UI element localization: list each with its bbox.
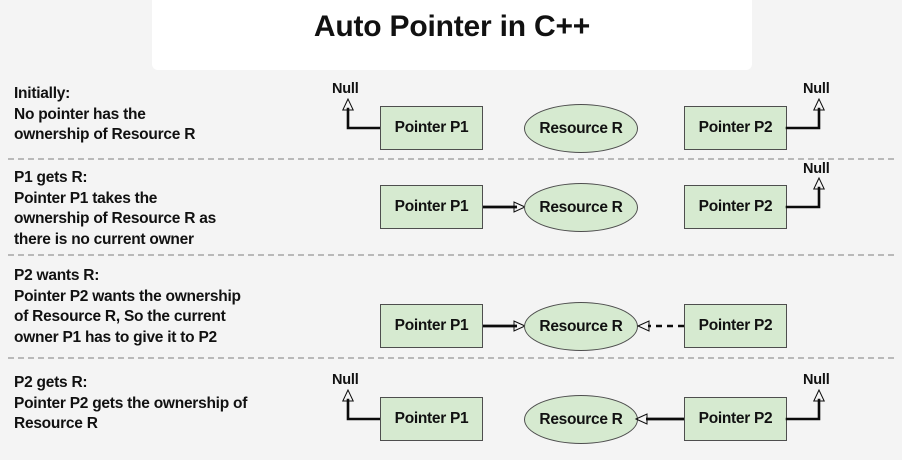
node-pointer-p1[interactable]: Pointer P1	[380, 304, 483, 348]
caption-line: P2 gets R:	[14, 374, 88, 391]
row-separator	[8, 254, 894, 256]
caption-line: Pointer P2 wants the ownership	[14, 287, 241, 305]
caption-line: P2 wants R:	[14, 267, 100, 284]
caption-line: there is no current owner	[14, 230, 194, 248]
null-label-p2: Null	[803, 81, 830, 97]
node-pointer-p2[interactable]: Pointer P2	[684, 185, 787, 229]
caption-line: Pointer P2 gets the ownership of	[14, 394, 248, 412]
p2-null-arrow	[785, 388, 825, 421]
row-initially-caption: Initially: No pointer has the ownership …	[14, 84, 334, 146]
node-pointer-p1[interactable]: Pointer P1	[380, 185, 483, 229]
node-pointer-p2[interactable]: Pointer P2	[684, 397, 787, 441]
p2-null-arrow	[785, 97, 825, 130]
p2-to-resource-arrow	[634, 413, 684, 425]
caption-line: P1 gets R:	[14, 169, 88, 186]
caption-line: No pointer has the	[14, 105, 146, 123]
node-pointer-p1[interactable]: Pointer P1	[380, 397, 483, 441]
row-p1-gets-r-caption: P1 gets R: Pointer P1 takes the ownershi…	[14, 168, 334, 250]
caption-line: Pointer P1 takes the	[14, 189, 158, 207]
caption-line: ownership of Resource R	[14, 126, 196, 143]
caption-line: Initially:	[14, 85, 71, 102]
title-card: Auto Pointer in C++	[152, 0, 752, 70]
row-p1-gets-r: P1 gets R: Pointer P1 takes the ownershi…	[0, 158, 902, 256]
node-pointer-p2[interactable]: Pointer P2	[684, 304, 787, 348]
node-resource-r[interactable]: Resource R	[524, 395, 638, 444]
row-p2-gets-r: P2 gets R: Pointer P2 gets the ownership…	[0, 357, 902, 460]
caption-line: ownership of Resource R as	[14, 210, 216, 227]
caption-line: Resource R	[14, 415, 98, 432]
page-title: Auto Pointer in C++	[313, 10, 591, 43]
null-label-p2: Null	[803, 372, 830, 388]
null-label-p2: Null	[803, 161, 830, 177]
row-initially: Initially: No pointer has the ownership …	[0, 0, 902, 160]
node-resource-r[interactable]: Resource R	[524, 302, 638, 351]
caption-line: owner P1 has to give it to P2	[14, 328, 217, 346]
node-pointer-p2[interactable]: Pointer P2	[684, 106, 787, 150]
node-resource-r[interactable]: Resource R	[524, 104, 638, 153]
caption-line: of Resource R, So the current	[14, 308, 226, 325]
p2-null-arrow	[785, 176, 825, 209]
row-p2-wants-r-caption: P2 wants R: Pointer P2 wants the ownersh…	[14, 266, 334, 348]
null-label-p1: Null	[332, 372, 359, 388]
row-p2-gets-r-caption: P2 gets R: Pointer P2 gets the ownership…	[14, 373, 334, 435]
row-p2-wants-r: P2 wants R: Pointer P2 wants the ownersh…	[0, 254, 902, 359]
node-pointer-p1[interactable]: Pointer P1	[380, 106, 483, 150]
null-label-p1: Null	[332, 81, 359, 97]
node-resource-r[interactable]: Resource R	[524, 183, 638, 232]
row-separator	[8, 357, 894, 359]
row-separator	[8, 158, 894, 160]
p2-to-resource-dashed-arrow	[636, 320, 684, 332]
